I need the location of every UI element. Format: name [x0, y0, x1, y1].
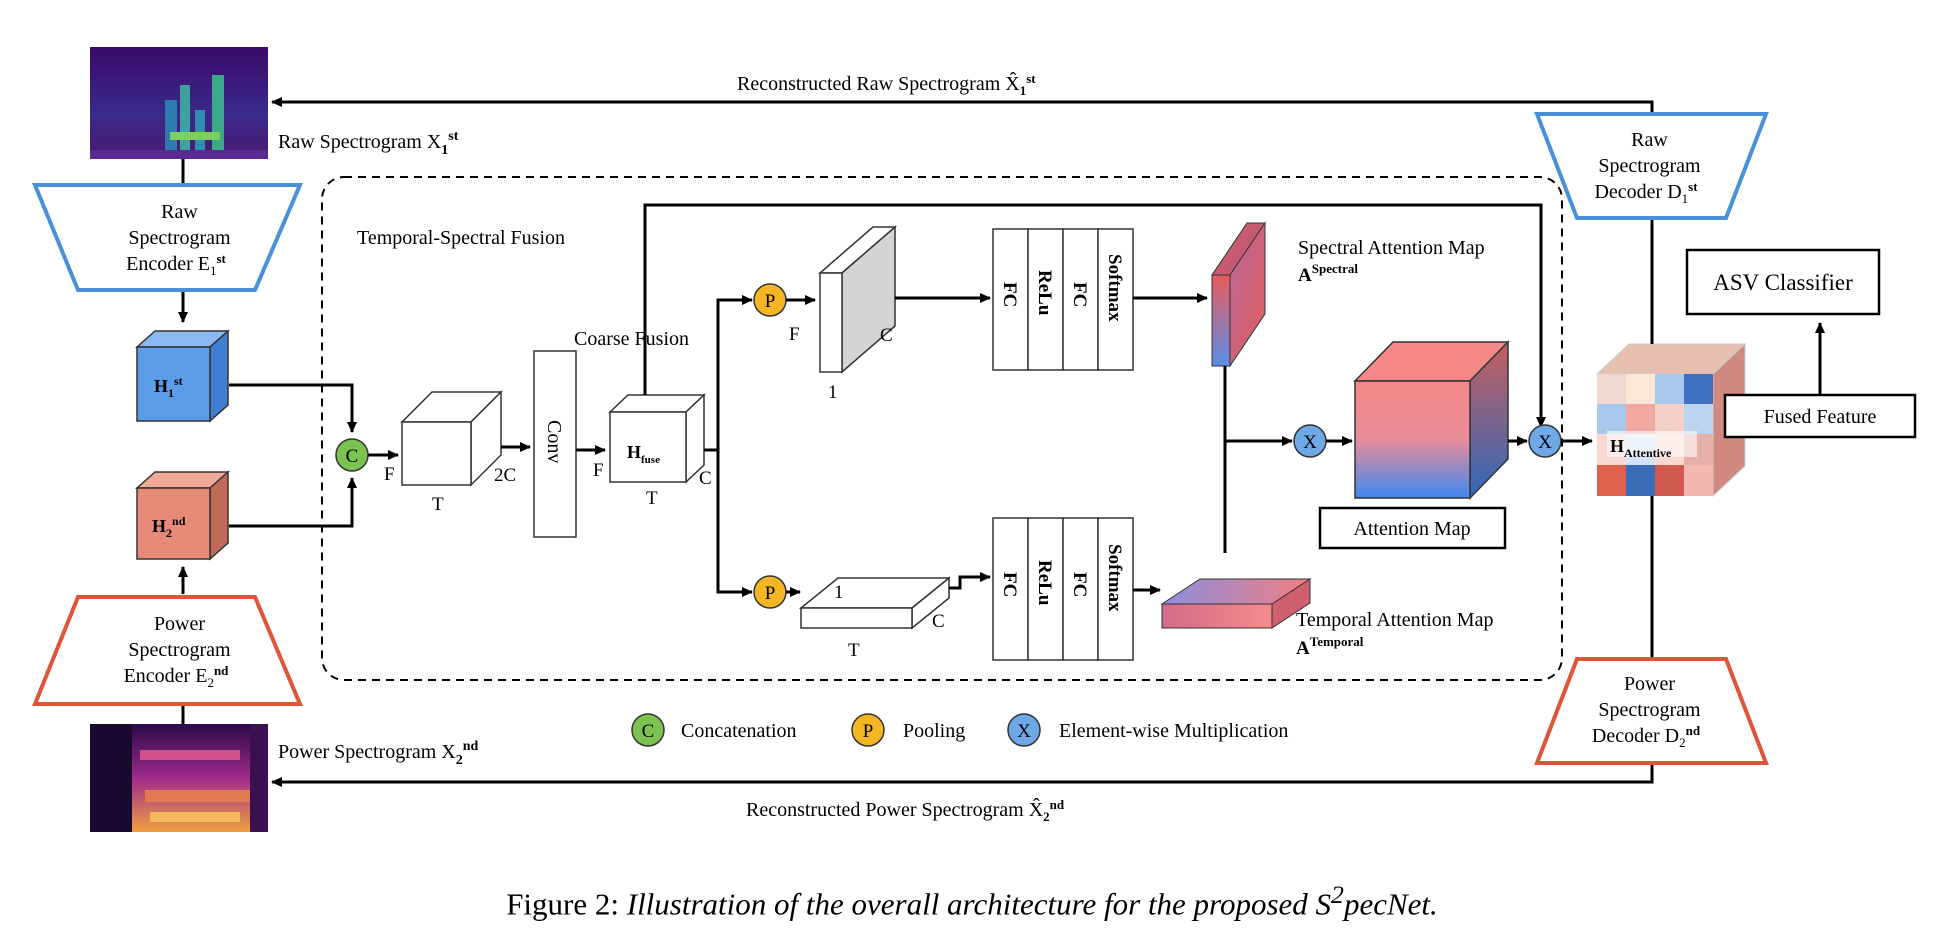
spectral-attention-map: [1211, 221, 1266, 368]
caption-text: Illustration of the overall architecture…: [626, 886, 1332, 922]
mlp-bottom-relu: ReLu: [1034, 560, 1055, 606]
mlp-bottom-softmax: Softmax: [1104, 544, 1125, 612]
mult-op-1: X: [1293, 424, 1327, 458]
dim-C-temporal: C: [932, 611, 945, 632]
svg-text:P: P: [863, 721, 874, 742]
spectral-mlp: FC ReLu FC Softmax: [992, 228, 1134, 371]
svg-text:C: C: [346, 446, 359, 467]
mlp-top-relu: ReLu: [1034, 270, 1055, 316]
raw-encoder-label: Raw Spectrogram Encoder E1st: [126, 201, 235, 278]
conv-label: Conv: [543, 420, 565, 463]
mlp-bottom-fc2: FC: [1069, 572, 1090, 597]
fused-feature-box: [1723, 393, 1917, 439]
figure-caption: Figure 2: Illustration of the overall ar…: [0, 880, 1944, 922]
legend-mult-label: Element-wise Multiplication: [1059, 720, 1288, 742]
pool-op-temporal: P: [753, 575, 787, 609]
dim-F-spectral: F: [789, 324, 800, 345]
temporal-mlp: FC ReLu FC Softmax: [992, 517, 1134, 661]
spectral-map-label: Spectral Attention Map: [1298, 237, 1485, 259]
dim-T-temporal: T: [848, 640, 860, 661]
coarse-fusion-label: Coarse Fusion: [574, 328, 689, 350]
svg-text:C: C: [642, 721, 655, 742]
dim-F-fuse: F: [593, 460, 604, 481]
h-attentive-label: HAttentive: [1610, 436, 1672, 460]
concat-op: C: [335, 438, 369, 472]
temporal-map-symbol: ATemporal: [1296, 634, 1364, 659]
dim-1-spectral: 1: [828, 382, 838, 403]
h2-cube: [135, 470, 230, 561]
svg-text:P: P: [765, 291, 776, 312]
caption-prefix: Figure 2:: [506, 886, 627, 922]
spectral-pooled-feature: [817, 225, 898, 374]
raw-spectrogram-label: Raw Spectrogram X1st: [278, 129, 459, 158]
dim-T-concat: T: [432, 494, 444, 515]
legend-concat-label: Concatenation: [681, 720, 797, 742]
raw-spectrogram-image: [90, 47, 268, 159]
svg-text:P: P: [765, 583, 776, 604]
pool-op-spectral: P: [753, 283, 787, 317]
mlp-bottom-fc1: FC: [999, 572, 1020, 597]
reconstructed-raw-label: Reconstructed Raw Spectrogram X̂1st: [737, 71, 1036, 98]
h-attentive-cube: [1595, 342, 1747, 498]
mlp-top-softmax: Softmax: [1104, 254, 1125, 322]
temporal-attention-map: [1160, 578, 1312, 629]
legend-concat: C: [631, 713, 665, 747]
h2-label: H2nd: [152, 514, 186, 540]
h1-cube: [135, 329, 230, 423]
spectral-map-symbol: ASpectral: [1298, 261, 1358, 286]
h1-label: H1st: [154, 374, 183, 400]
caption-sup: 2: [1331, 880, 1344, 909]
reconstructed-power-label: Reconstructed Power Spectrogram X̂2nd: [746, 797, 1065, 824]
svg-text:X: X: [1017, 721, 1031, 742]
conv-block: [533, 350, 577, 538]
attention-map-label: Attention Map: [1353, 518, 1470, 540]
power-spectrogram-label: Power Spectrogram X2nd: [278, 739, 479, 768]
raw-encoder-shape: [32, 183, 304, 292]
concat-feature-cube: [400, 390, 503, 487]
asv-classifier-label: ASV Classifier: [1713, 270, 1853, 295]
dim-1-temporal: 1: [834, 582, 844, 603]
fusion-title: Temporal-Spectral Fusion: [357, 227, 565, 249]
asv-classifier-box: [1685, 248, 1881, 316]
legend-mult: X: [1007, 713, 1041, 747]
temporal-pooled-feature: [798, 576, 952, 630]
power-decoder-label: Power Spectrogram Decoder D2nd: [1592, 673, 1706, 750]
temporal-map-label: Temporal Attention Map: [1296, 609, 1493, 631]
dim-C-spectral: C: [880, 325, 893, 346]
attention-map-cube: [1353, 340, 1510, 500]
mult-op-2: X: [1528, 424, 1562, 458]
caption-suffix: pecNet.: [1343, 886, 1438, 922]
fused-feature-label: Fused Feature: [1764, 406, 1877, 428]
mlp-top-fc1: FC: [999, 282, 1020, 307]
dim-C-fuse: C: [699, 468, 712, 489]
power-decoder-shape: [1534, 657, 1769, 765]
raw-decoder-shape: [1534, 112, 1769, 220]
power-encoder-label: Power Spectrogram Encoder E2nd: [124, 613, 236, 690]
mlp-top-fc2: FC: [1069, 282, 1090, 307]
raw-decoder-label: Raw Spectrogram Decoder D1st: [1594, 129, 1705, 206]
dim-2C-concat: 2C: [494, 465, 516, 486]
svg-text:X: X: [1303, 432, 1317, 453]
power-encoder-shape: [32, 595, 304, 706]
attention-map-label-box: [1318, 506, 1507, 550]
dim-F-concat: F: [384, 464, 395, 485]
legend-pool-label: Pooling: [903, 720, 965, 742]
dim-T-fuse: T: [646, 488, 658, 509]
temporal-spectral-fusion-box: [321, 176, 1563, 681]
svg-text:X: X: [1538, 432, 1552, 453]
hfuse-cube: [608, 393, 706, 484]
legend-pool: P: [851, 713, 885, 747]
power-spectrogram-image: [90, 724, 268, 832]
hfuse-label: Hfuse: [627, 442, 660, 466]
